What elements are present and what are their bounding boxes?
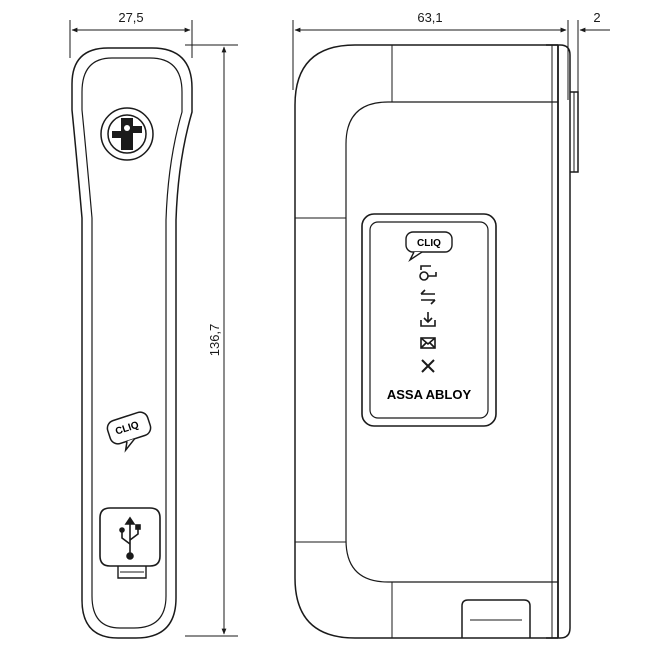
status-panel [361,213,497,427]
side-view [71,47,193,639]
side-body-inner [81,57,183,629]
side-cliq-logo [106,411,152,453]
usb-port-cover [99,507,161,579]
bottom-latch [461,599,531,638]
dimension-width-side: 27,5 [118,10,143,25]
envelope-icon [420,337,436,349]
side-button [570,91,579,173]
side-body-outline [71,47,193,639]
keyhole-icon [100,107,154,161]
brand-text: ASSA ABLOY [387,387,472,402]
panel-cliq-logo [405,231,453,263]
key-icon [419,265,437,281]
transfer-icon [420,289,436,305]
cross-icon [421,359,435,373]
dimension-width-front: 63,1 [417,10,442,25]
dimension-lines [69,20,610,637]
side-logo-text: CLIQ [114,420,140,438]
download-icon [420,312,436,327]
status-icons [419,265,437,373]
front-view [294,44,579,639]
panel-logo-text: CLIQ [417,238,441,249]
usb-icon [119,516,141,560]
dimension-protrusion: 2 [593,10,600,25]
front-body-outline [294,44,558,639]
dimension-height: 136,7 [207,324,222,357]
front-body-inner [345,101,558,583]
